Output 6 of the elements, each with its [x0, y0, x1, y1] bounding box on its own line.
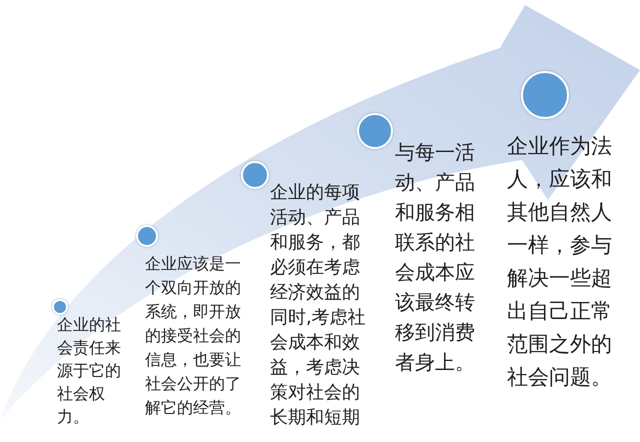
- dot-icon: [52, 299, 68, 315]
- description-text: 企业的社会责任来源于它的社会权力。: [57, 314, 122, 428]
- description-text: 企业的每项活动、产品和服务，都必须在考虑经济效益的同时,考虑社会成本和效益，考虑决策对社会的长期和短期: [270, 181, 366, 430]
- description-text: 企业应该是一个双向开放的系统，即开放的接受社会的信息，也要让社会公开的了解它的经营。: [145, 253, 242, 419]
- description-text: 与每一活动、产品和服务相联系的社会成本应该最终转移到消费者身上。: [395, 139, 476, 376]
- description-text: 企业作为法人，应该和其他自然人一样，参与解决一些超出自己正常范围之外的社会问题。: [507, 133, 613, 391]
